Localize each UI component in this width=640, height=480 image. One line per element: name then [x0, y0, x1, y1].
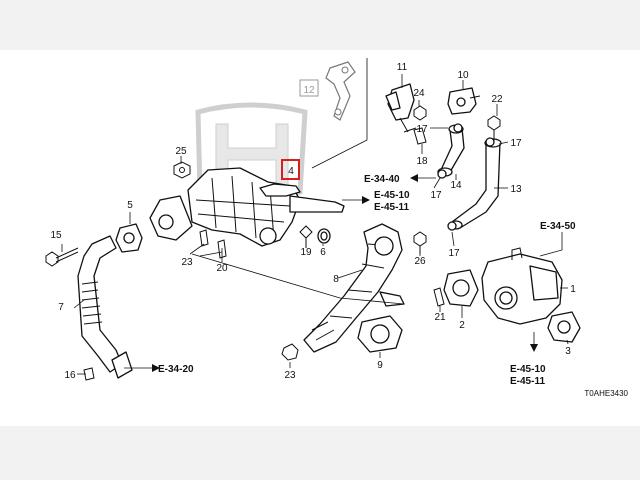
ref-e-45-10-bottom[interactable]: E-45-10 [510, 364, 546, 375]
callout-9[interactable]: 9 [377, 360, 383, 371]
callout-24[interactable]: 24 [413, 88, 425, 99]
callout-16[interactable]: 16 [64, 370, 76, 381]
callout-26[interactable]: 26 [414, 256, 426, 267]
egr-pipe-7-drawing [77, 235, 133, 379]
callout-21[interactable]: 21 [434, 312, 446, 323]
callout-22[interactable]: 22 [491, 94, 503, 105]
clamps-17-drawing [437, 123, 495, 231]
gasket-2-drawing [443, 269, 479, 307]
ref-e-34-50[interactable]: E-34-50 [540, 221, 576, 232]
callout-14[interactable]: 14 [450, 180, 462, 191]
egr-cooler-drawing [149, 167, 345, 247]
bottom-margin-band [0, 426, 640, 480]
ref-e-45-11-bottom[interactable]: E-45-11 [510, 376, 545, 387]
callout-17-b[interactable]: 17 [510, 138, 522, 149]
bolt-22-drawing [487, 115, 501, 140]
callout-13[interactable]: 13 [510, 184, 522, 195]
callout-19[interactable]: 19 [300, 247, 312, 258]
sensor-11-drawing [385, 83, 417, 133]
section-references[interactable]: E-34-20 E-45-10 E-45-11 E-34-40 E-34-50 … [158, 174, 576, 387]
callout-17-c[interactable]: 17 [430, 190, 442, 201]
gasket-3-drawing [547, 311, 581, 343]
callout-18[interactable]: 18 [416, 156, 428, 167]
callout-11[interactable]: 11 [397, 62, 408, 73]
egr-valve-1-drawing [481, 247, 563, 325]
callout-5[interactable]: 5 [127, 200, 133, 211]
callout-8[interactable]: 8 [333, 274, 339, 285]
sensor-10-drawing [447, 87, 481, 115]
ref-e-34-40[interactable]: E-34-40 [364, 174, 400, 185]
callout-2[interactable]: 2 [459, 320, 465, 331]
bolt-24-drawing [413, 105, 427, 121]
nut-23-bottom-drawing [281, 343, 299, 361]
callout-3[interactable]: 3 [565, 346, 571, 357]
callout-6[interactable]: 6 [320, 247, 326, 258]
ref-e-45-11-top[interactable]: E-45-11 [374, 202, 409, 213]
bolt-19-drawing [299, 225, 313, 248]
callout-labels[interactable]: 4 12 11 10 24 22 17 17 18 14 17 13 25 5 … [50, 62, 576, 381]
ref-e-34-20[interactable]: E-34-20 [158, 364, 194, 375]
bolt-15-drawing [45, 247, 79, 267]
egr-pipe-8-drawing [303, 223, 405, 353]
nut-25-drawing [173, 161, 191, 179]
bracket-line [311, 58, 368, 169]
callout-17-a[interactable]: 17 [416, 124, 428, 135]
callout-12[interactable]: 12 [303, 85, 315, 96]
callout-4[interactable]: 4 [288, 166, 294, 177]
sensor-18-drawing [413, 127, 427, 145]
hose-14-drawing [437, 124, 465, 177]
callout-25[interactable]: 25 [175, 146, 187, 157]
grey-box-part-12 [299, 79, 319, 97]
diagram-code: T0AHE3430 [584, 389, 628, 398]
callout-17-d[interactable]: 17 [448, 248, 460, 259]
callout-15[interactable]: 15 [50, 230, 62, 241]
reference-arrows [124, 174, 538, 372]
oring-6-drawing [317, 228, 331, 244]
ref-e-45-10-top[interactable]: E-45-10 [374, 190, 410, 201]
top-margin-band [0, 0, 640, 50]
callout-23-b[interactable]: 23 [284, 370, 296, 381]
gasket-5-drawing [115, 223, 143, 253]
callout-10[interactable]: 10 [457, 70, 469, 81]
bolt-26-drawing [413, 231, 427, 254]
callout-20[interactable]: 20 [216, 263, 228, 274]
callout-23-a[interactable]: 23 [181, 257, 193, 268]
gasket-9-drawing [357, 315, 403, 353]
callout-7[interactable]: 7 [58, 302, 64, 313]
bracket-12-drawing [325, 61, 356, 121]
leader-lines [61, 74, 569, 375]
bolt-16-drawing [83, 367, 95, 381]
stud-21-drawing [433, 287, 445, 307]
callout-1[interactable]: 1 [570, 284, 576, 295]
highlight-box-part-4 [281, 159, 300, 180]
